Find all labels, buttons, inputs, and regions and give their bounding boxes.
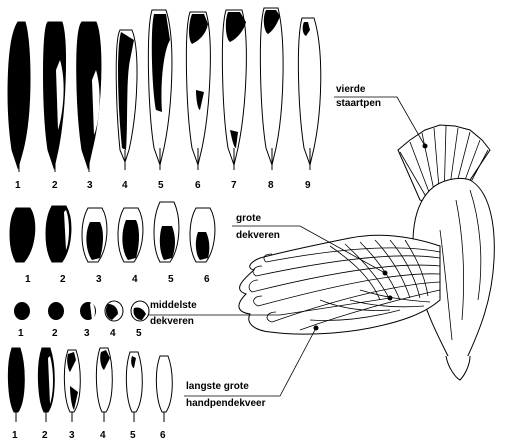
greater-covert-number-5: 5 bbox=[168, 274, 174, 285]
greater-covert-number-2: 2 bbox=[60, 274, 66, 285]
primary-feather-8 bbox=[260, 8, 283, 170]
median-coverts-label-line1: middelste bbox=[150, 300, 197, 311]
primary-covert-4 bbox=[96, 348, 112, 422]
primary-number-6: 6 bbox=[195, 180, 201, 191]
primary-feather-6 bbox=[186, 12, 210, 170]
primary-covert-number-6: 6 bbox=[160, 430, 166, 441]
primary-number-5: 5 bbox=[158, 180, 164, 191]
median-covert-5 bbox=[131, 301, 149, 321]
primary-covert-number-3: 3 bbox=[69, 430, 75, 441]
primary-feather-5 bbox=[148, 10, 172, 170]
primary-feather-1 bbox=[8, 22, 30, 172]
primary-feather-9 bbox=[298, 18, 320, 170]
bird-illustration bbox=[239, 125, 494, 380]
primary-coverts-label-line2: handpendekveer bbox=[186, 398, 266, 409]
primary-covert-number-2: 2 bbox=[42, 430, 48, 441]
median-covert-2 bbox=[48, 302, 64, 320]
median-covert-number-4: 4 bbox=[110, 328, 116, 339]
median-covert-number-1: 1 bbox=[18, 328, 24, 339]
greater-covert-5 bbox=[154, 202, 179, 262]
primary-covert-5 bbox=[126, 352, 142, 422]
primary-number-2: 2 bbox=[52, 180, 58, 191]
primary-covert-3 bbox=[64, 350, 80, 422]
median-covert-number-3: 3 bbox=[84, 328, 90, 339]
greater-covert-number-4: 4 bbox=[132, 274, 138, 285]
greater-coverts-row: 1 2 3 4 5 6 bbox=[10, 202, 215, 285]
median-covert-number-2: 2 bbox=[52, 328, 58, 339]
primary-number-7: 7 bbox=[231, 180, 237, 191]
greater-coverts-label-line2: dekveren bbox=[236, 230, 280, 241]
median-coverts-row: 1 2 3 4 5 bbox=[14, 301, 149, 339]
median-covert-3 bbox=[80, 302, 96, 320]
primaries-row: 1 2 3 4 5 6 7 8 9 bbox=[8, 8, 321, 191]
greater-covert-1 bbox=[10, 208, 35, 262]
greater-covert-2 bbox=[46, 206, 71, 262]
greater-coverts-label-line1: grote bbox=[236, 213, 261, 224]
primary-covert-2 bbox=[38, 348, 54, 422]
primary-covert-number-5: 5 bbox=[130, 430, 136, 441]
greater-covert-4 bbox=[118, 208, 143, 262]
primary-feather-4 bbox=[116, 30, 137, 170]
greater-covert-number-6: 6 bbox=[204, 274, 210, 285]
primary-feather-2 bbox=[44, 22, 66, 172]
primary-covert-1 bbox=[8, 348, 24, 422]
primary-covert-number-4: 4 bbox=[100, 430, 106, 441]
greater-covert-number-1: 1 bbox=[25, 274, 31, 285]
median-coverts-label-line2: dekveren bbox=[150, 316, 194, 327]
primary-coverts-row: 1 2 3 4 5 6 bbox=[8, 348, 172, 441]
median-covert-1 bbox=[14, 302, 30, 320]
primary-number-1: 1 bbox=[15, 180, 21, 191]
primary-number-4: 4 bbox=[122, 180, 128, 191]
greater-covert-3 bbox=[82, 208, 107, 262]
tail-label-line2: staartpen bbox=[336, 98, 381, 109]
primary-feather-7 bbox=[222, 10, 246, 170]
primary-coverts-label-line1: langste grote bbox=[186, 381, 249, 392]
greater-covert-number-3: 3 bbox=[96, 274, 102, 285]
primary-number-9: 9 bbox=[305, 180, 311, 191]
primary-number-8: 8 bbox=[268, 180, 274, 191]
primary-covert-6 bbox=[156, 356, 172, 422]
primary-feather-3 bbox=[77, 22, 101, 172]
greater-covert-6 bbox=[190, 208, 215, 262]
primary-covert-number-1: 1 bbox=[12, 430, 18, 441]
median-covert-number-5: 5 bbox=[136, 328, 142, 339]
tail-label-line1: vierde bbox=[336, 84, 366, 95]
median-covert-4 bbox=[105, 301, 123, 321]
primary-number-3: 3 bbox=[87, 180, 93, 191]
